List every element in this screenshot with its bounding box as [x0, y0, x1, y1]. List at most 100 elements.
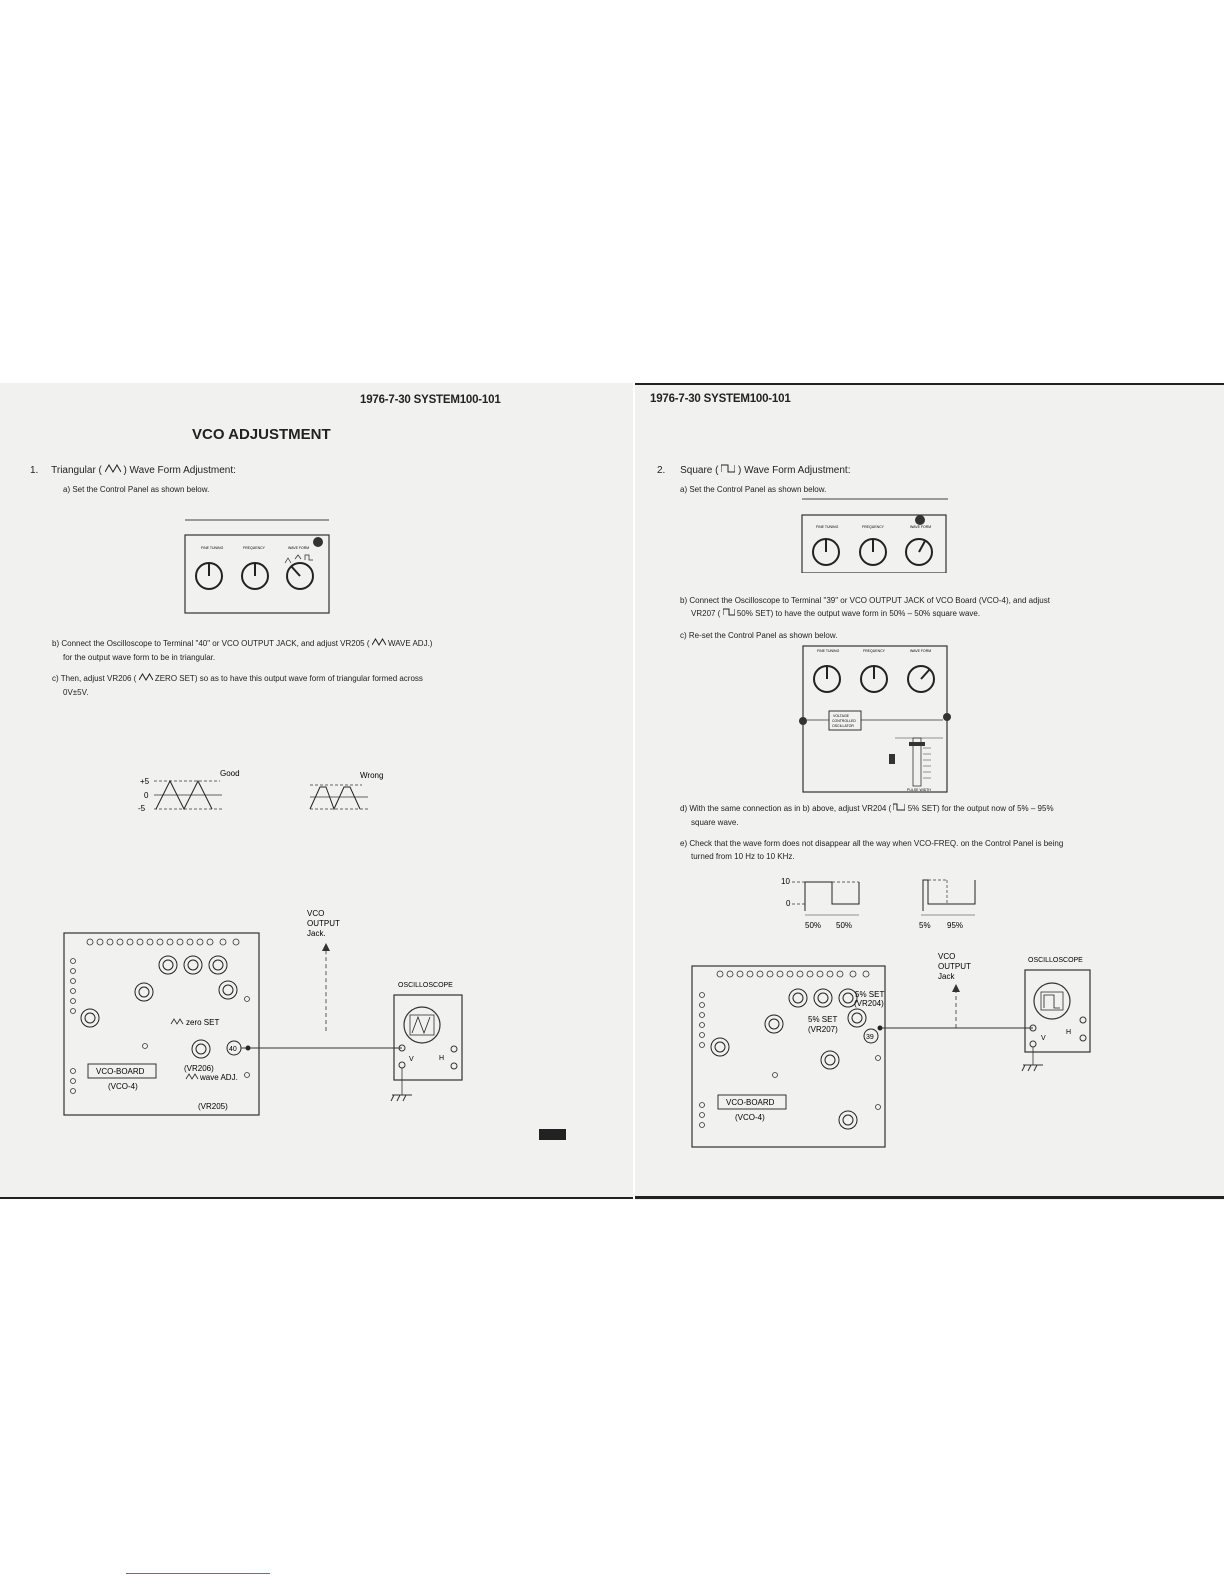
step-2b-line2: VR207 ( 50% SET) to have the output wave… — [691, 607, 980, 620]
vco-block-line-1: VOLTAGE — [833, 714, 850, 718]
right-page: 1976-7-30 SYSTEM100-101 2. Square ( ) Wa… — [635, 383, 1224, 1200]
step-2b-tail: 50% SET) to have the output wave form in… — [736, 609, 981, 618]
oscilloscope-outline — [1024, 969, 1091, 1053]
wave-form-knob — [907, 665, 935, 693]
frequency-label: FREQUENCY — [243, 546, 266, 550]
left-bottom-rule — [0, 1197, 633, 1199]
vco-board-outline — [63, 932, 260, 1116]
output-jack-icon — [915, 515, 925, 525]
triangle-wave-icon — [371, 638, 387, 646]
v-label: V — [1041, 1035, 1046, 1042]
square-5-95-waveform — [922, 879, 976, 911]
vr207-pot — [847, 1008, 867, 1028]
vco-board-label-box — [717, 1094, 787, 1110]
board-terminals — [70, 938, 250, 1094]
set50-label: 5% SET — [808, 1015, 837, 1024]
square-wave-icon — [892, 803, 906, 811]
frequency-label: FREQUENCY — [862, 525, 885, 529]
step-2-heading: 2. Square ( ) Wave Form Adjustment: — [657, 464, 850, 476]
step-1c-line2: 0V±5V. — [63, 688, 89, 697]
wave-form-knob — [905, 538, 933, 566]
square-wave-icon — [720, 464, 736, 473]
p50a-label: 50% — [805, 921, 821, 930]
vco-board-sub-label: (VCO-4) — [735, 1113, 765, 1122]
control-panel-diagram-3: FINE TUNING FREQUENCY WAVE FORM VOLTAGE … — [799, 645, 951, 793]
zero-set-label: zero SET — [186, 1018, 219, 1027]
oscilloscope-screen — [403, 1006, 441, 1044]
output-jack-icon — [313, 537, 323, 547]
plus5-label: +5 — [140, 777, 150, 786]
vco-board-outline — [691, 965, 886, 1148]
vco-output-jack-label-1: VCO — [307, 909, 324, 918]
fine-tuning-label: FINE TUNING — [816, 525, 839, 529]
board-terminals — [699, 970, 881, 1128]
step-2-number: 2. — [657, 465, 666, 476]
terminal-40-label: 40 — [229, 1046, 237, 1053]
v-label: V — [409, 1056, 414, 1063]
vco-block — [828, 710, 862, 731]
step-2d-tail: 5% SET) for the output now of 5% – 95% — [907, 804, 1054, 813]
vco-board-label: VCO-BOARD — [726, 1098, 775, 1107]
control-panel-diagram: FINE TUNING FREQUENCY WAVE FORM — [184, 519, 330, 614]
vco-board-sub-label: (VCO-4) — [108, 1082, 138, 1091]
square-50-waveform — [804, 881, 860, 911]
oscilloscope-label: OSCILLOSCOPE — [1028, 957, 1083, 964]
h-label: H — [439, 1055, 444, 1062]
oscilloscope-label: OSCILLOSCOPE — [398, 982, 453, 989]
vco-output-jack-label-2: OUTPUT — [307, 919, 340, 928]
square-waveform-diagram: 10 0 50% 50% 5% 95% — [781, 877, 976, 930]
step-2d-text: d) With the same connection as in b) abo… — [680, 804, 892, 813]
fine-tuning-label: FINE TUNING — [201, 546, 224, 550]
page-title: VCO ADJUSTMENT — [192, 426, 331, 443]
fine-tuning-knob — [812, 538, 840, 566]
right-page-header: 1976-7-30 SYSTEM100-101 — [650, 393, 791, 405]
triangle-wave-icon — [138, 673, 154, 681]
footer-link-underline[interactable] — [126, 1573, 270, 1574]
step-1b-line1: b) Connect the Oscilloscope to Terminal … — [52, 637, 432, 650]
zero-label: 0 — [786, 899, 791, 908]
wave-form-label: WAVE FORM — [288, 546, 309, 550]
pulse-width-label: PULSE WIDTH — [907, 788, 931, 792]
pulse-width-slider — [912, 737, 922, 787]
zero-label: 0 — [144, 791, 149, 800]
step-2b-text: VR207 ( — [691, 609, 721, 618]
vco-board-label-box — [87, 1063, 157, 1079]
wrong-waveform — [309, 786, 361, 811]
step-1b-tail: WAVE ADJ.) — [388, 639, 433, 648]
vr206-label: (VR206) — [184, 1064, 214, 1073]
vr207-label: (VR207) — [808, 1025, 838, 1034]
p95-label: 95% — [947, 921, 963, 930]
vr204-label: (VR204) — [854, 999, 884, 1008]
good-label: Good — [220, 769, 240, 778]
step-1c-tail: ZERO SET) so as to have this output wave… — [154, 674, 423, 683]
vr204-pot — [838, 988, 858, 1008]
wave-form-label: WAVE FORM — [910, 649, 931, 653]
trimmer-pots — [80, 955, 242, 1059]
vco-output-jack-label-3: Jack — [938, 972, 955, 981]
good-waveform — [155, 779, 213, 811]
ten-label: 10 — [781, 877, 790, 886]
right-bottom-rule — [635, 1196, 1224, 1199]
trimmer-pots — [710, 988, 879, 1130]
oscilloscope-outline — [393, 994, 463, 1081]
step-2b-line1: b) Connect the Oscilloscope to Terminal … — [680, 596, 1050, 605]
page-corner-mark — [539, 1129, 566, 1140]
step-2-label-start: Square ( — [680, 465, 719, 476]
set5-label: 5% SET — [855, 990, 884, 999]
left-page: 1976-7-30 SYSTEM100-101 VCO ADJUSTMENT 1… — [0, 383, 633, 1198]
step-2a-text: a) Set the Control Panel as shown below. — [680, 485, 827, 494]
triangle-wave-icon — [104, 463, 122, 474]
step-2d-line1: d) With the same connection as in b) abo… — [680, 802, 1054, 815]
step-1-label-start: Triangular ( — [51, 465, 102, 476]
wrong-label: Wrong — [360, 771, 383, 780]
frequency-knob — [241, 562, 269, 590]
vco-output-jack-label-2: OUTPUT — [938, 962, 971, 971]
terminal-39-label: 39 — [866, 1034, 874, 1041]
fine-tuning-label: FINE TUNING — [817, 649, 840, 653]
vco-block-line-2: CONTROLLED — [832, 719, 856, 723]
step-1-heading: 1. Triangular ( ) Wave Form Adjustment: — [30, 463, 236, 476]
square-wave-icon — [722, 608, 736, 616]
step-2e-line2: turned from 10 Hz to 10 KHz. — [691, 852, 795, 861]
step-2c-text: c) Re-set the Control Panel as shown bel… — [680, 631, 838, 640]
frequency-knob — [859, 538, 887, 566]
